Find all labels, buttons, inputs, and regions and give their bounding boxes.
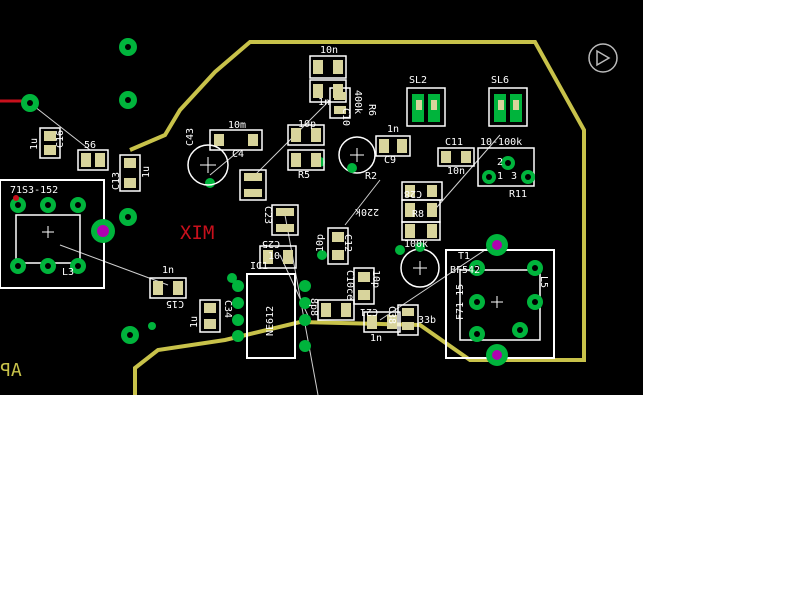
- label-10p: 10p: [298, 119, 317, 130]
- label-c34: C34: [222, 300, 233, 319]
- label-c25: C25: [262, 238, 281, 249]
- label-t1: T1: [458, 251, 471, 262]
- label-1u-c: 1u: [189, 315, 200, 328]
- origin-marker: [588, 43, 618, 73]
- label-r8: R8: [412, 209, 425, 220]
- label-1n-b: 1n: [162, 265, 175, 276]
- label-c38: C38: [386, 306, 397, 325]
- label-1n-c9: 1n: [387, 124, 400, 135]
- label-10m: 10m: [228, 120, 247, 131]
- t1-transistor: [400, 248, 440, 288]
- silk-mix-text: MIX: [180, 222, 215, 244]
- c43-capacitor: [187, 144, 229, 186]
- label-l5: L5: [538, 276, 549, 289]
- label-c11: C11: [445, 137, 464, 148]
- smd-pads: [44, 60, 471, 330]
- label-pin3: 3: [511, 171, 518, 182]
- sl2-led: [406, 87, 446, 127]
- label-c4: C4: [232, 149, 245, 160]
- label-c21: C21: [360, 306, 379, 317]
- misc-pads: [347, 163, 425, 255]
- label-ic1: IC1: [250, 261, 269, 272]
- label-c23: C23: [262, 206, 273, 225]
- c10-capacitor: [338, 136, 376, 174]
- label-pin1: 1: [497, 171, 504, 182]
- label-c10ce: C10ce: [344, 270, 355, 301]
- pcb-canvas[interactable]: [0, 0, 643, 395]
- label-33b: 33b: [418, 315, 437, 326]
- board-outline-track: [129, 40, 586, 395]
- sl6-led: [488, 87, 528, 127]
- l5-coil: [445, 234, 555, 366]
- label-sl6: SL6: [491, 75, 510, 86]
- label-1u: 1u: [29, 137, 40, 150]
- label-r2: R2: [365, 171, 378, 182]
- label-l3-name: 71S3-152: [10, 185, 59, 196]
- label-bf542: BF542: [450, 265, 481, 276]
- label-pin2: 2: [497, 157, 504, 168]
- label-sl2: SL2: [409, 75, 428, 86]
- silk-edge-text: AP: [0, 360, 22, 381]
- label-400k: 400k: [352, 90, 363, 115]
- label-l3: L3: [62, 267, 75, 278]
- label-1n-c: 1n: [370, 333, 383, 344]
- label-10-100k: 10-100k: [480, 137, 523, 148]
- label-100k: 100k: [404, 239, 429, 250]
- label-10p-c: 10p: [370, 270, 381, 289]
- label-10n-top: 10n: [320, 45, 339, 56]
- label-8p8: 8p8: [308, 298, 319, 317]
- label-ne612: NE612: [265, 305, 276, 336]
- label-c16: C16: [55, 129, 66, 148]
- smd-footprints: [39, 55, 475, 336]
- label-c15: C15: [166, 298, 185, 309]
- label-r6: R6: [366, 104, 377, 117]
- label-c43: C43: [185, 127, 196, 146]
- pcb-view[interactable]: 10n 1n 400k R6 C10 SL2 SL6 C43 10m C4 10…: [0, 0, 643, 395]
- l3-coil: [0, 179, 115, 289]
- label-10p-b: 10p: [315, 233, 326, 252]
- label-220k: 220k: [355, 206, 380, 217]
- label-1u-b: 1u: [141, 165, 152, 178]
- label-56: 56: [84, 140, 97, 151]
- r11-trimmer: [477, 147, 535, 187]
- label-r11: R11: [509, 189, 528, 200]
- label-c28: C28: [404, 188, 423, 199]
- label-f71: F71-15: [455, 283, 466, 320]
- label-c13: C13: [111, 171, 122, 190]
- label-1n-top: 1n: [318, 97, 331, 108]
- label-c9: C9: [384, 155, 397, 166]
- label-r5: R5: [298, 170, 311, 181]
- label-c10: C10: [340, 108, 351, 127]
- label-c12: C12: [342, 234, 353, 253]
- label-c11-10n: 10n: [447, 166, 466, 177]
- label-10-b: 10: [268, 251, 281, 262]
- ic1-ne612: [232, 273, 311, 359]
